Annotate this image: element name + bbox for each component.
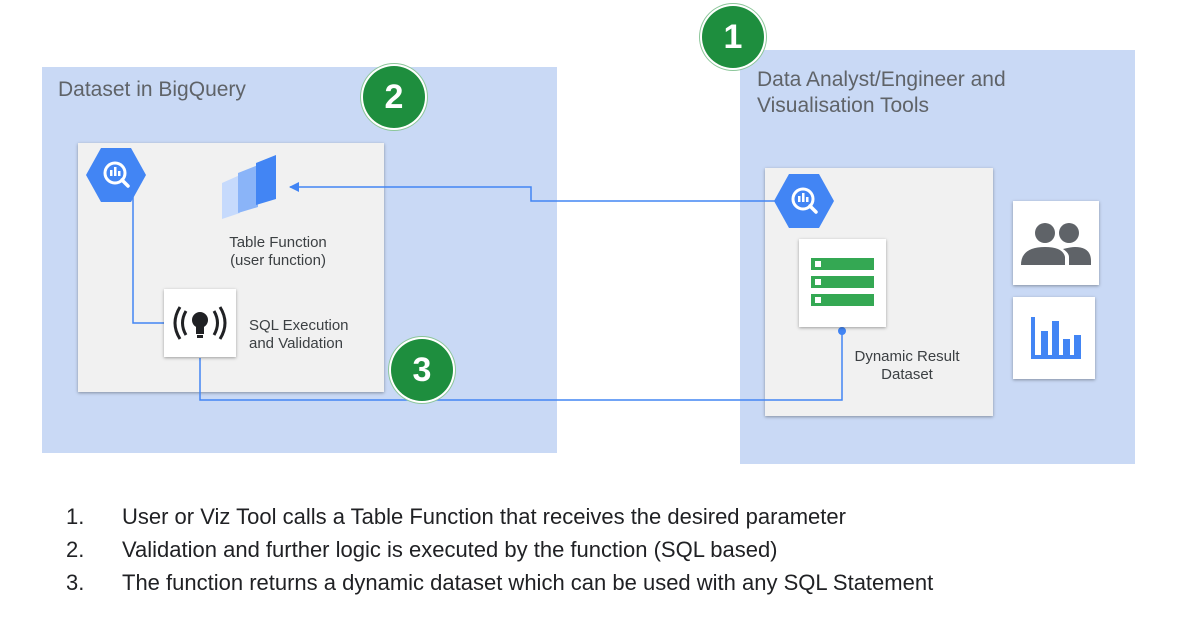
chart-tile [1013, 297, 1095, 379]
bigquery-icon [86, 148, 146, 202]
sql-execution-icon [173, 306, 227, 340]
step-badge-1: 1 [702, 6, 764, 68]
step-number: 1. [66, 504, 85, 529]
execution-arrow [132, 194, 177, 328]
users-icon [1021, 223, 1091, 265]
users-tile [1013, 201, 1099, 285]
step-number: 2. [66, 537, 85, 562]
result-line [199, 333, 843, 401]
step-text: User or Viz Tool calls a Table Function … [122, 504, 846, 529]
sql-execution-label: SQL Execution and Validation [249, 317, 349, 352]
right-panel-title: Data Analyst/Engineer and Visualisation … [757, 68, 1006, 117]
step-badge-2: 2 [363, 66, 425, 128]
step-badge-3: 3 [391, 339, 453, 401]
dynamic-result-label: Dynamic Result Dataset [854, 348, 960, 383]
call-arrow [289, 182, 784, 202]
result-dot [838, 327, 846, 335]
table-function-label: Table Function (user function) [229, 234, 327, 269]
dataset-tile [799, 239, 886, 327]
bar-chart-icon [1031, 317, 1081, 359]
step-number: 3. [66, 570, 85, 595]
table-function-icon [222, 155, 276, 219]
bigquery-icon-right [774, 174, 834, 228]
sql-execution-tile [164, 289, 236, 357]
left-panel-title: Dataset in BigQuery [58, 78, 246, 101]
step-text: Validation and further logic is executed… [122, 537, 778, 562]
step-text: The function returns a dynamic dataset w… [122, 570, 934, 595]
dataset-rows-icon [811, 258, 874, 306]
